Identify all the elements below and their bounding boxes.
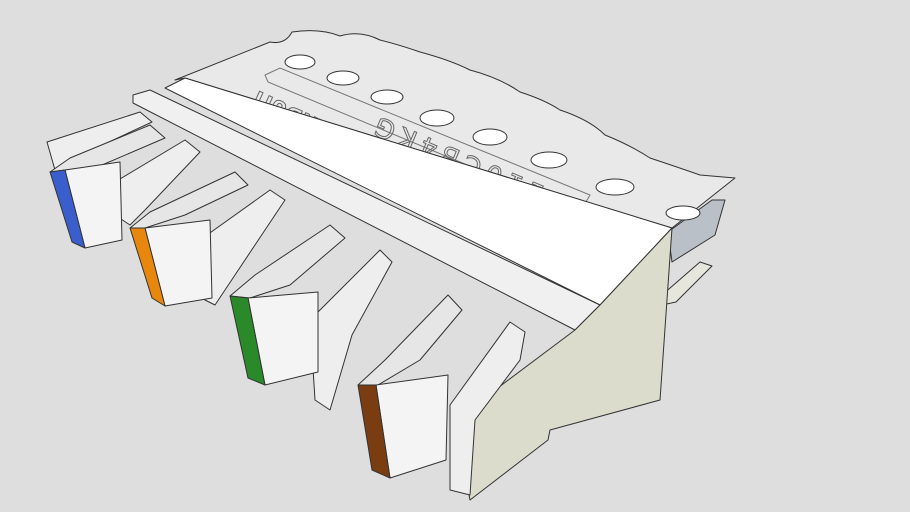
finger-brown bbox=[357, 294, 463, 479]
hole bbox=[284, 54, 316, 70]
hole bbox=[472, 128, 508, 146]
hole bbox=[326, 70, 360, 86]
wire-color-blue bbox=[49, 169, 86, 249]
screw-holes bbox=[284, 54, 701, 221]
finger-blue bbox=[49, 124, 166, 249]
hole bbox=[665, 205, 701, 221]
wire-color-orange bbox=[129, 227, 166, 307]
hole bbox=[595, 178, 635, 196]
wire-color-green bbox=[229, 295, 266, 386]
rear-tab-gray bbox=[667, 199, 726, 263]
wire-color-brown bbox=[357, 384, 391, 479]
hole bbox=[530, 151, 568, 169]
finger-green bbox=[229, 224, 346, 386]
hole bbox=[419, 109, 455, 127]
finger-orange bbox=[129, 171, 249, 307]
top-plate bbox=[174, 30, 736, 229]
rear-fingers bbox=[46, 111, 526, 496]
hole bbox=[370, 89, 404, 105]
